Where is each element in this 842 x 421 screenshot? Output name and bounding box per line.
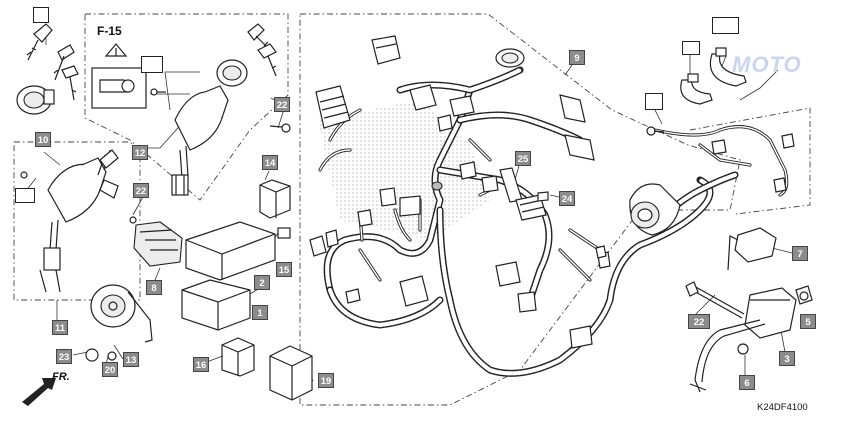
ignition-switch-left [20,149,119,293]
callout-22: 22 [133,183,149,198]
callout-7: 9 [569,50,585,65]
horn [85,284,153,362]
blank-callout [15,188,35,203]
keys-group [16,23,79,115]
callout-24: 24 [559,191,575,206]
callout-12: 13 [123,352,139,367]
section-border-f15 [84,13,289,201]
sub-harness-right [629,125,813,393]
blank-callout [645,93,663,110]
callout-10: 12 [132,145,148,160]
callout-19: 22 [688,314,710,329]
callout-23: 23 [56,349,72,364]
callout-16: 19 [318,373,334,388]
callout-13: 14 [262,155,278,170]
watermark-text: MOTO [732,52,802,77]
callout-4: 6 [739,375,755,390]
callout-3: 3 [779,351,795,366]
callout-9: 11 [52,320,68,335]
callout-2: 2 [254,275,270,290]
band-clips [646,47,747,136]
callout-8: 10 [35,132,51,147]
callout-5: 7 [792,246,808,261]
diagram-code: K24DF4100 [757,402,808,413]
callout-14: 15 [276,262,292,277]
blank-callout [141,56,163,73]
callout-4: 5 [800,314,816,329]
callout-20: 20 [102,362,118,377]
ignition-switch-f15 [171,85,291,196]
small-parts-center [129,179,313,401]
wire-harness [309,35,714,377]
blank-callout [682,41,700,55]
callout-6: 8 [146,280,162,295]
blank-callout [712,17,739,34]
callout-22: 22 [274,97,290,112]
section-border-harness [299,13,741,406]
shading-region [318,100,490,240]
callout-1: 1 [252,305,268,320]
leader-lines [21,32,793,382]
section-ref-label: F-15 [97,24,122,38]
front-direction-label: FR. [52,371,70,383]
f15-keys [91,23,277,109]
callout-15: 16 [193,357,209,372]
callout-25: 25 [515,151,531,166]
front-arrow-icon [22,378,56,406]
blank-callout [33,7,49,23]
